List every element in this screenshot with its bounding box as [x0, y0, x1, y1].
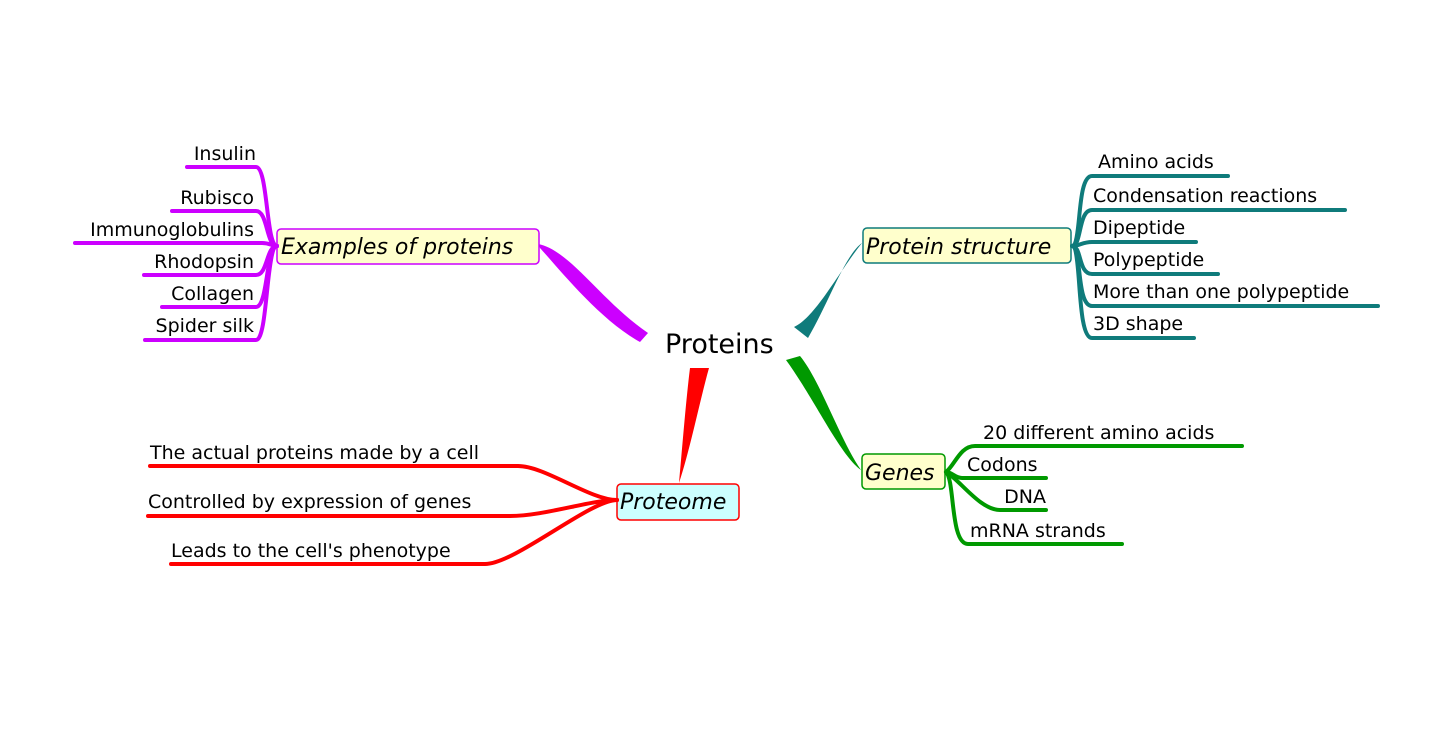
connector-line: [73, 241, 279, 248]
subtopic[interactable]: Collagen: [171, 283, 254, 305]
subtopic[interactable]: 3D shape: [1093, 313, 1183, 335]
subtopic[interactable]: Insulin: [194, 143, 256, 165]
connector-line: [944, 470, 1048, 512]
connector-line: [169, 498, 619, 566]
central-topic[interactable]: Proteins: [665, 329, 774, 360]
subtopic[interactable]: More than one polypeptide: [1093, 281, 1349, 303]
connector-line: [1070, 240, 1198, 248]
subtopic[interactable]: Rubisco: [180, 187, 254, 209]
connector-line: [143, 244, 279, 342]
branch-proteome: Proteome The actual proteins made by a c…: [146, 368, 740, 566]
branch-connector: [794, 243, 862, 338]
branch-connector: [679, 368, 709, 483]
topic-protein-structure[interactable]: Protein structure: [866, 235, 1051, 260]
branch-examples: Examples of proteins Insulin Rubisco Imm…: [73, 143, 648, 342]
subtopic[interactable]: Leads to the cell's phenotype: [171, 540, 451, 562]
subtopic[interactable]: 20 different amino acids: [983, 422, 1214, 444]
branch-structure: Protein structure Amino acids Condensati…: [794, 151, 1380, 340]
connector-line: [944, 444, 1244, 474]
subtopic[interactable]: Immunoglobulins: [90, 219, 254, 241]
branch-connector: [786, 356, 861, 470]
subtopic[interactable]: Condensation reactions: [1093, 185, 1317, 207]
subtopic[interactable]: DNA: [1004, 486, 1046, 508]
subtopic[interactable]: Controlled by expression of genes: [148, 491, 471, 513]
topic-genes[interactable]: Genes: [865, 461, 935, 486]
branch-genes: Genes 20 different amino acids Codons DN…: [786, 356, 1244, 546]
branch-connector: [538, 244, 648, 342]
subtopic[interactable]: Dipeptide: [1093, 217, 1185, 239]
connector-line: [944, 470, 1124, 546]
subtopic[interactable]: Spider silk: [156, 315, 254, 337]
connector-line: [1070, 244, 1196, 340]
topic-proteome[interactable]: Proteome: [620, 490, 726, 515]
subtopic[interactable]: Amino acids: [1098, 151, 1214, 173]
subtopic[interactable]: Codons: [967, 454, 1038, 476]
subtopic[interactable]: The actual proteins made by a cell: [149, 442, 479, 464]
subtopic[interactable]: Polypeptide: [1093, 249, 1204, 271]
subtopic[interactable]: Rhodopsin: [154, 251, 254, 273]
subtopic[interactable]: mRNA strands: [970, 520, 1106, 542]
connector-line: [148, 464, 619, 502]
topic-examples-of-proteins[interactable]: Examples of proteins: [281, 235, 513, 260]
